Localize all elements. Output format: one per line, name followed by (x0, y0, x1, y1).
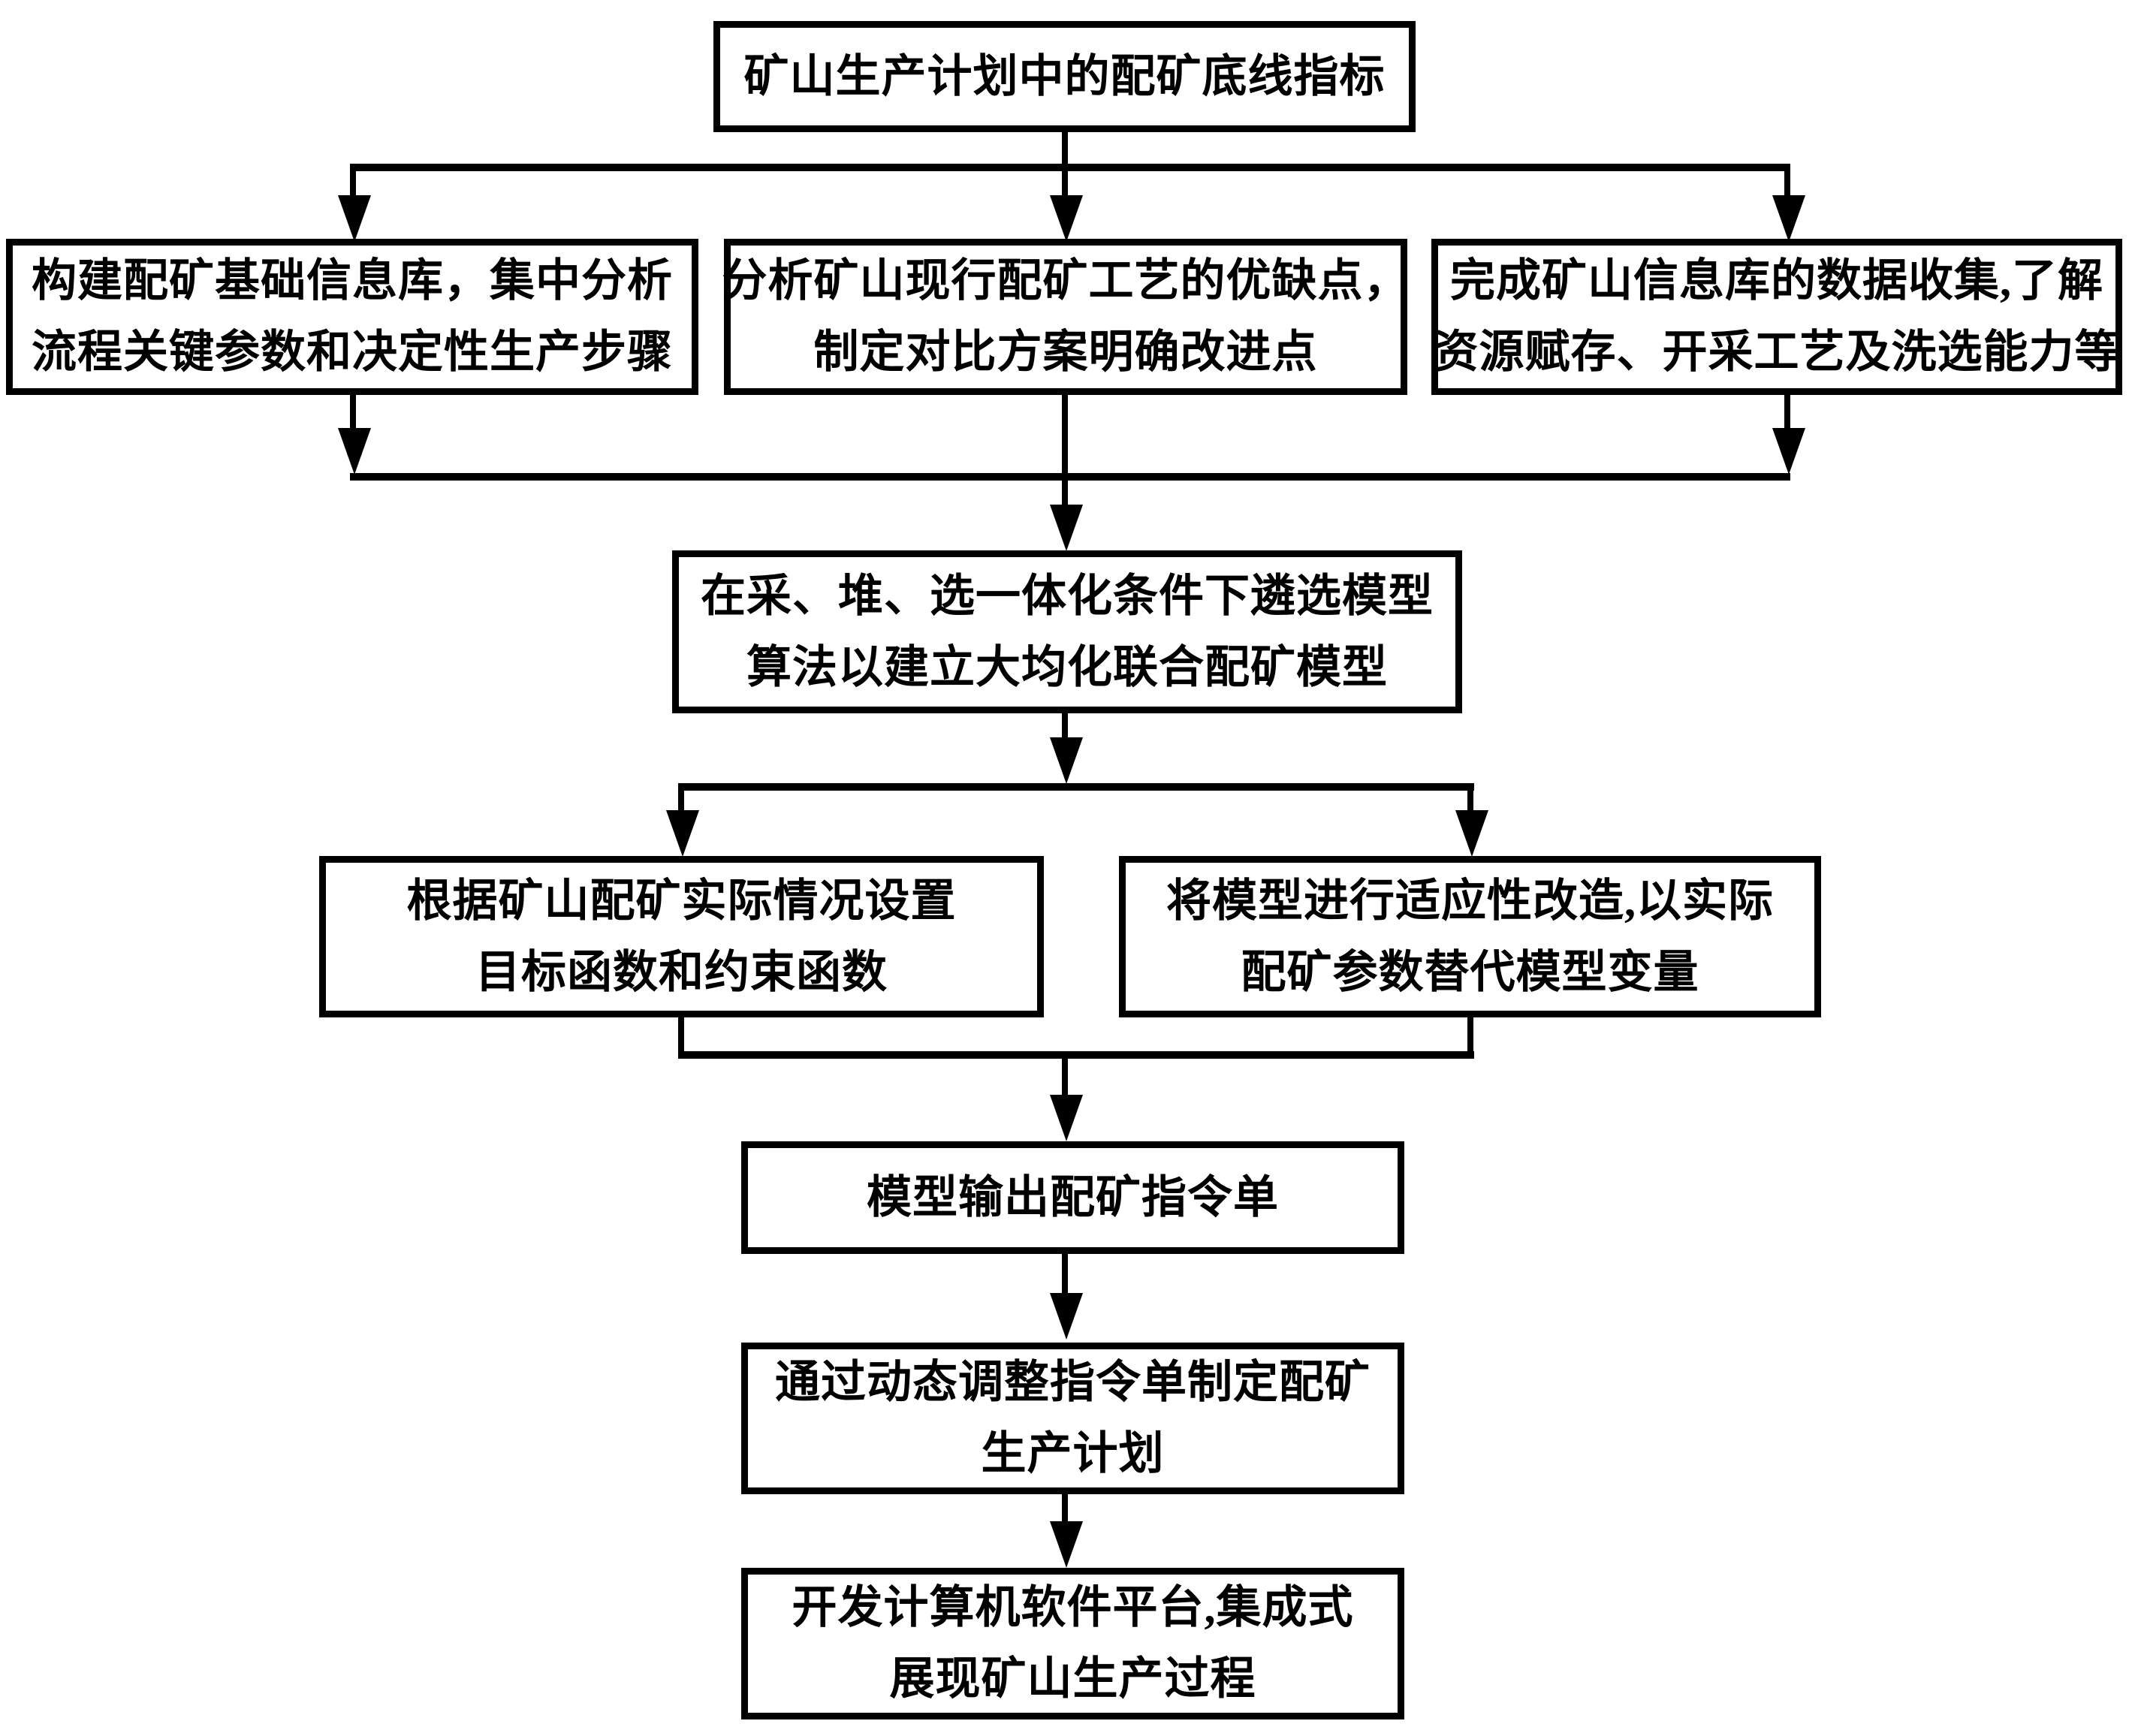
node-select-model-algorithm-line2: 算法以建立大均化联合配矿模型 (746, 642, 1388, 692)
node-adapt-model-line2: 配矿参数替代模型变量 (1241, 947, 1699, 997)
node-dynamic-production-plan: 通过动态调整指令单制定配矿 生产计划 (741, 1343, 1404, 1494)
connector-output-down (1062, 1252, 1068, 1294)
connector-baseline-down (1062, 131, 1068, 168)
connector-to-analyze (1062, 171, 1068, 198)
node-analyze-current-process-line1: 分析矿山现行配矿工艺的优缺点， (722, 256, 1410, 306)
node-model-output-order: 模型输出配矿指令单 (741, 1141, 1404, 1254)
connector-plan-down (1062, 1493, 1068, 1524)
arrow-down-icon (666, 810, 699, 857)
connector-adapt-down (1467, 1016, 1473, 1055)
arrow-down-icon (1050, 737, 1083, 784)
connector-to-functions (678, 791, 684, 813)
node-complete-data-collection: 完成矿山信息库的数据收集,了解 资源赋存、开采工艺及洗选能力等 (1431, 239, 2122, 395)
arrow-down-icon (1455, 810, 1488, 857)
node-set-objective-constraints-line2: 目标函数和约束函数 (475, 947, 888, 997)
node-adapt-model-line1: 将模型进行适应性改造,以实际 (1166, 876, 1774, 926)
branch-line-row4 (678, 783, 1474, 791)
node-set-objective-constraints: 根据矿山配矿实际情况设置 目标函数和约束函数 (319, 856, 1044, 1017)
arrow-down-icon (1050, 195, 1083, 242)
node-develop-software-platform: 开发计算机软件平台,集成式 展现矿山生产过程 (741, 1568, 1404, 1719)
merge-line-mid (350, 473, 1790, 481)
node-baseline-text: 矿山生产计划中的配矿底线指标 (743, 51, 1386, 101)
node-build-info-database-line1: 构建配矿基础信息库，集中分析 (32, 256, 673, 306)
node-develop-software-platform-line2: 展现矿山生产过程 (889, 1654, 1256, 1704)
node-dynamic-production-plan-line2: 生产计划 (981, 1429, 1165, 1478)
arrow-down-icon (1050, 505, 1083, 551)
node-model-output-order-text: 模型输出配矿指令单 (867, 1172, 1279, 1222)
arrow-down-icon (1772, 428, 1805, 475)
merge-line-row4 (678, 1051, 1474, 1059)
node-build-info-database-line2: 流程关键参数和决定性生产步骤 (32, 327, 673, 377)
node-select-model-algorithm-line1: 在采、堆、选一体化条件下遴选模型 (701, 571, 1434, 621)
arrow-down-icon (1050, 1095, 1083, 1141)
connector-functions-down (678, 1016, 684, 1055)
connector-model-down (1062, 712, 1068, 740)
node-dynamic-production-plan-line1: 通过动态调整指令单制定配矿 (775, 1358, 1371, 1407)
node-build-info-database: 构建配矿基础信息库，集中分析 流程关键参数和决定性生产步骤 (6, 239, 698, 395)
node-set-objective-constraints-line1: 根据矿山配矿实际情况设置 (406, 876, 957, 926)
connector-to-collect (1784, 171, 1790, 198)
connector-to-build-db (350, 171, 356, 198)
node-adapt-model: 将模型进行适应性改造,以实际 配矿参数替代模型变量 (1119, 856, 1821, 1017)
connector-build-db-down (350, 393, 356, 431)
arrow-down-icon (338, 428, 371, 475)
node-baseline-indicator: 矿山生产计划中的配矿底线指标 (713, 21, 1416, 132)
arrow-down-icon (1772, 195, 1805, 242)
connector-merge-down (1062, 1059, 1068, 1096)
connector-collect-down (1784, 393, 1790, 431)
node-develop-software-platform-line1: 开发计算机软件平台,集成式 (792, 1583, 1354, 1632)
node-complete-data-collection-line2: 资源赋存、开采工艺及洗选能力等 (1433, 327, 2121, 377)
node-select-model-algorithm: 在采、堆、选一体化条件下遴选模型 算法以建立大均化联合配矿模型 (672, 550, 1462, 713)
node-analyze-current-process-line2: 制定对比方案明确改进点 (813, 327, 1318, 377)
arrow-down-icon (338, 195, 371, 242)
arrow-down-icon (1050, 1293, 1083, 1340)
node-analyze-current-process: 分析矿山现行配矿工艺的优缺点， 制定对比方案明确改进点 (722, 239, 1410, 395)
node-complete-data-collection-line1: 完成矿山信息库的数据收集,了解 (1450, 256, 2103, 306)
connector-to-adapt (1467, 791, 1473, 813)
branch-line-top (350, 164, 1790, 171)
connector-analyze-down (1062, 393, 1068, 506)
arrow-down-icon (1050, 1521, 1083, 1568)
